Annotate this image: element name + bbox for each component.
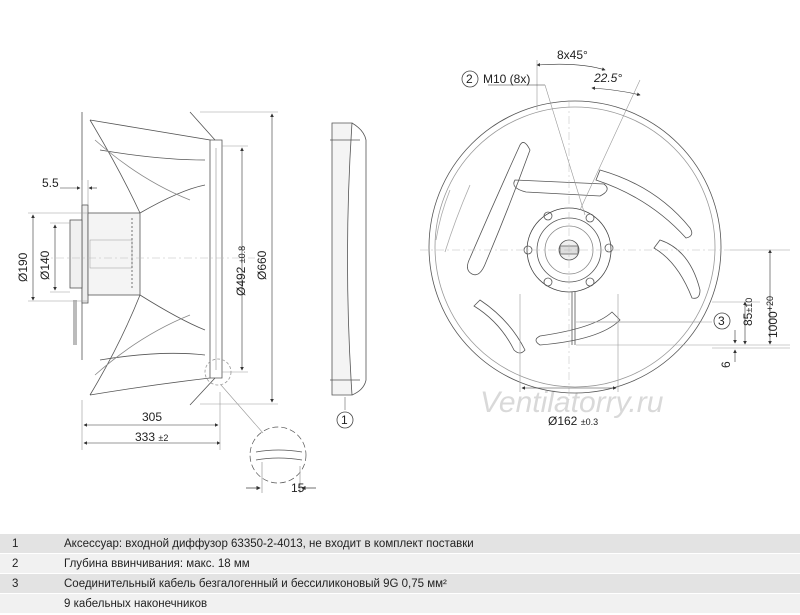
dim-1000-tol: +20 [765,296,775,311]
dim-d492: Ø492 ±0.8 [234,246,248,296]
svg-text:1: 1 [341,413,348,427]
note-text: Соединительный кабель безгалогенный и бе… [56,573,800,594]
callout-2: 2 [461,70,479,88]
note-text: Аксессуар: входной диффузор 63350-2-4013… [56,534,800,554]
dim-333: 333 ±2 [135,430,168,444]
dim-333-tol: ±2 [158,433,168,443]
dim-85: 85±10 [741,298,755,326]
dim-m10: M10 (8x) [483,72,530,86]
callout-1: 1 [336,397,354,429]
dim-d492-tol: ±0.8 [237,246,247,263]
technical-drawing: Ventilatorry.ru [16,48,790,495]
dim-22-5: 22.5° [593,71,622,85]
note-number [0,593,56,614]
note-number: 3 [0,573,56,594]
dim-1000: 1000+20 [765,296,780,338]
svg-text:3: 3 [718,314,725,328]
callout-3: 3 [713,312,731,330]
note-text: Глубина ввинчивания: макс. 18 мм [56,553,800,574]
watermark: Ventilatorry.ru [480,386,664,419]
side-dimension-lines [28,111,278,450]
detail-view [246,426,316,493]
note-row: 9 кабельных наконечников [0,593,800,614]
svg-text:2: 2 [466,72,473,86]
dim-d140: Ø140 [38,250,52,280]
dim-d660: Ø660 [255,250,269,280]
note-text: 9 кабельных наконечников [56,593,800,614]
dim-85-tol: ±10 [744,298,754,313]
dim-d162: Ø162 ±0.3 [548,414,598,428]
inlet-ring-view [330,122,367,396]
note-number: 1 [0,534,56,554]
front-view [420,100,730,400]
dim-8x45: 8x45° [557,48,588,62]
dim-15: 15 [291,481,305,495]
front-dimension-lines [488,60,790,392]
side-view [40,111,255,406]
note-number: 2 [0,553,56,574]
dim-d162-tol: ±0.3 [581,417,598,427]
dim-d190: Ø190 [16,252,30,282]
dim-6: 6 [719,361,733,368]
dim-305: 305 [142,410,162,424]
dim-5-5: 5.5 [42,176,59,190]
